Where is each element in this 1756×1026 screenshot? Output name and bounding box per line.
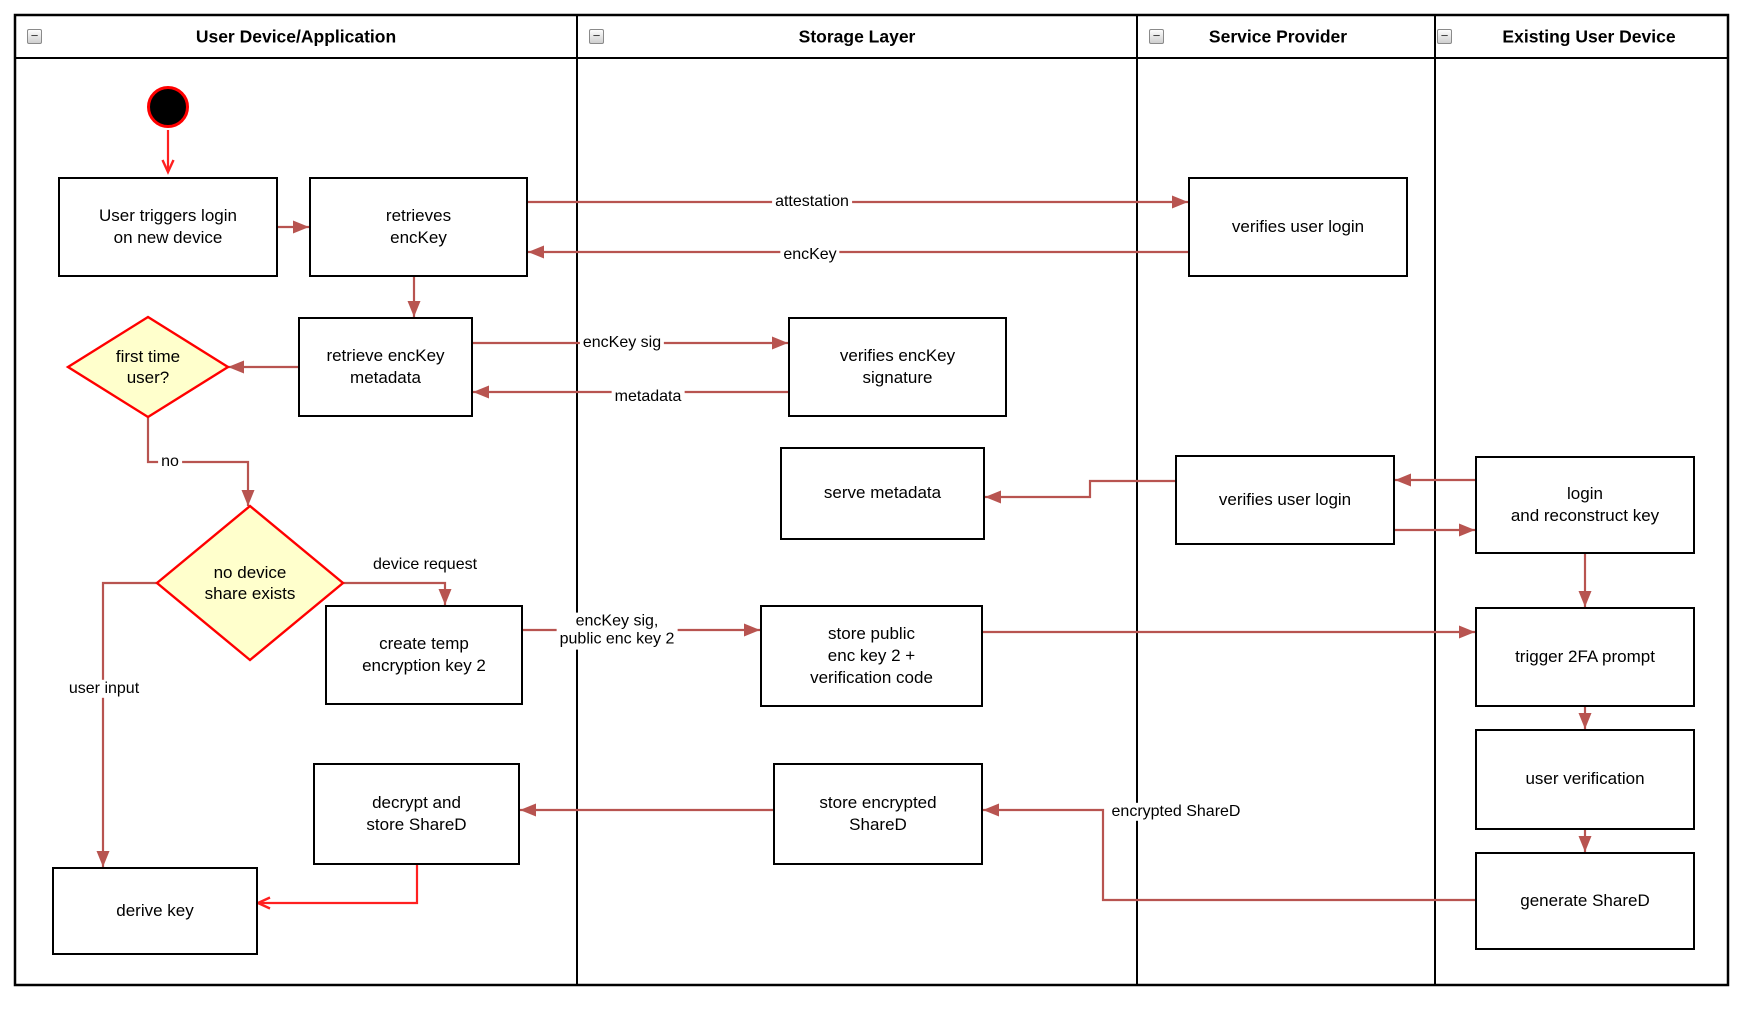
activity-node-verifies-user-login-2[interactable]: verifies user login bbox=[1175, 455, 1395, 545]
label-attestation: attestation bbox=[772, 192, 852, 212]
start-node[interactable] bbox=[147, 86, 189, 128]
activity-node-store-encrypted-shared[interactable]: store encrypted ShareD bbox=[773, 763, 983, 865]
decision-no-device-share[interactable] bbox=[155, 504, 345, 662]
decision-label-first-time-user: first time user? bbox=[115, 346, 181, 387]
activity-node-verifies-enckey-signature[interactable]: verifies encKey signature bbox=[788, 317, 1007, 417]
collapse-lane-icon[interactable]: − bbox=[589, 29, 604, 44]
activity-node-store-public-enc-key[interactable]: store public enc key 2 + verification co… bbox=[760, 605, 983, 707]
swimlane-frame bbox=[13, 13, 1730, 987]
label-user-input: user input bbox=[65, 679, 143, 699]
activity-node-retrieve-enckey-metadata[interactable]: retrieve encKey metadata bbox=[298, 317, 473, 417]
label-enckey-sig: encKey sig bbox=[579, 333, 665, 353]
edge-verifies2-to-serve-metadata[interactable] bbox=[985, 479, 1175, 504]
lane-header-storage-layer: Storage Layer bbox=[798, 26, 916, 47]
activity-node-user-verification[interactable]: user verification bbox=[1475, 729, 1695, 830]
decision-first-time-user[interactable] bbox=[65, 315, 231, 419]
activity-node-user-triggers-login[interactable]: User triggers login on new device bbox=[58, 177, 278, 277]
activity-node-decrypt-store-shared[interactable]: decrypt and store ShareD bbox=[313, 763, 520, 865]
activity-node-derive-key[interactable]: derive key bbox=[52, 867, 258, 955]
collapse-lane-icon[interactable]: − bbox=[1437, 29, 1452, 44]
label-no: no bbox=[158, 452, 182, 472]
edge-decrypt-to-derive-key[interactable] bbox=[255, 865, 419, 910]
diagram-outer-border bbox=[13, 13, 1730, 987]
activity-node-serve-metadata[interactable]: serve metadata bbox=[780, 447, 985, 540]
label-device-request: device request bbox=[369, 555, 481, 575]
activity-node-trigger-2fa-prompt[interactable]: trigger 2FA prompt bbox=[1475, 607, 1695, 707]
label-metadata: metadata bbox=[611, 387, 685, 407]
edge-encrypted-shared-edge[interactable] bbox=[983, 803, 1475, 902]
edge-device-request-edge[interactable] bbox=[343, 581, 452, 605]
label-encrypted-shared: encrypted ShareD bbox=[1108, 802, 1244, 822]
collapse-lane-icon[interactable]: − bbox=[1149, 29, 1164, 44]
decision-label-no-device-share: no device share exists bbox=[204, 562, 296, 603]
label-enckey-sig-2: encKey sig, public enc key 2 bbox=[556, 612, 678, 650]
activity-node-create-temp-key[interactable]: create temp encryption key 2 bbox=[325, 605, 523, 705]
activity-node-login-and-reconstruct-key[interactable]: login and reconstruct key bbox=[1475, 456, 1695, 554]
label-enckey: encKey bbox=[780, 245, 840, 265]
edge-user-input-edge[interactable] bbox=[96, 581, 157, 867]
lane-header-user-device-application: User Device/Application bbox=[195, 26, 397, 47]
activity-node-verifies-user-login-1[interactable]: verifies user login bbox=[1188, 177, 1408, 277]
activity-node-generate-shared[interactable]: generate ShareD bbox=[1475, 852, 1695, 950]
collapse-lane-icon[interactable]: − bbox=[27, 29, 42, 44]
lane-header-existing-user-device: Existing User Device bbox=[1502, 26, 1676, 47]
lane-header-service-provider: Service Provider bbox=[1208, 26, 1348, 47]
edge-firsttime-no-edge[interactable] bbox=[146, 417, 255, 506]
activity-node-retrieves-enckey[interactable]: retrieves encKey bbox=[309, 177, 528, 277]
